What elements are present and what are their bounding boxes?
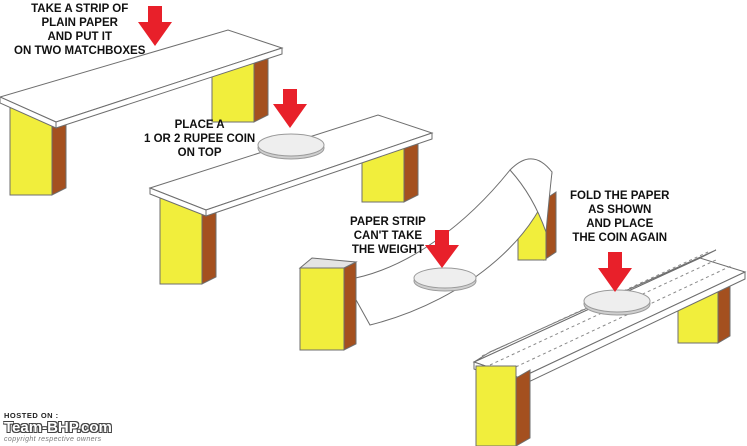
watermark: HOSTED ON : Team-BHP.com copyright respe…	[4, 411, 112, 443]
caption-line: AS SHOWN	[588, 204, 652, 216]
caption-line: FOLD THE PAPER	[570, 190, 670, 202]
step-3-caption: PAPER STRIP CAN'T TAKE THE WEIGHT	[350, 215, 426, 257]
step-2-caption: PLACE A 1 OR 2 RUPEE COIN ON TOP	[144, 118, 255, 160]
coin-icon	[257, 133, 325, 160]
caption-line: TAKE A STRIP OF	[31, 3, 129, 15]
caption-line: PLACE A	[174, 119, 225, 131]
caption-line: ON TOP	[177, 147, 222, 159]
caption-line: ON TWO MATCHBOXES	[14, 45, 146, 57]
step-4-caption: FOLD THE PAPER AS SHOWN AND PLACE THE CO…	[570, 189, 669, 245]
matchbox-icon	[475, 365, 531, 446]
watermark-copyright: copyright respective owners	[4, 436, 102, 443]
caption-line: 1 OR 2 RUPEE COIN	[144, 133, 256, 145]
step-2-illustration	[148, 89, 434, 285]
caption-line: THE COIN AGAIN	[572, 232, 668, 244]
caption-line: THE WEIGHT	[351, 244, 425, 256]
coin-icon	[413, 267, 477, 292]
step-1-illustration	[0, 6, 284, 196]
step-4-illustration	[472, 249, 747, 446]
watermark-hosted: HOSTED ON :	[4, 411, 59, 420]
paper-strip	[148, 114, 434, 217]
caption-line: PLAIN PAPER	[41, 17, 118, 29]
caption-line: PAPER STRIP	[350, 216, 426, 228]
down-arrow-icon	[425, 230, 459, 268]
paper-strip	[0, 29, 284, 129]
down-arrow-icon	[273, 89, 307, 128]
down-arrow-icon	[138, 6, 172, 46]
matchbox-icon	[298, 257, 358, 351]
caption-line: AND PLACE	[586, 218, 654, 230]
down-arrow-icon	[598, 252, 632, 292]
watermark-brand: Team-BHP.com	[4, 419, 112, 436]
step-3-illustration	[298, 158, 557, 351]
caption-line: AND PUT IT	[47, 31, 112, 43]
coin-icon	[583, 289, 651, 316]
caption-line: CAN'T TAKE	[353, 230, 423, 242]
step-1-caption: TAKE A STRIP OF PLAIN PAPER AND PUT IT O…	[14, 2, 145, 58]
